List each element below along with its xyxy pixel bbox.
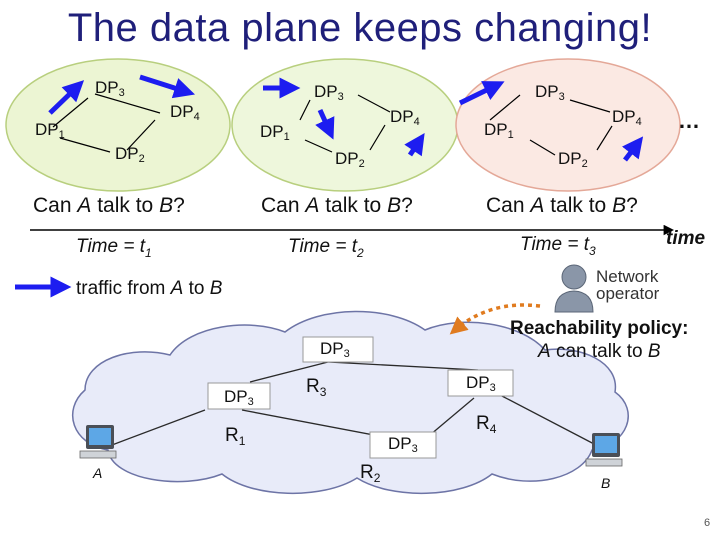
network-cloud [71, 310, 629, 495]
host-b-label: B [601, 475, 611, 491]
slide-title: The data plane keeps changing! [67, 6, 653, 50]
snap2-dp3-label: DP3 [314, 82, 344, 103]
snap1-dp2-label: DP2 [115, 144, 145, 165]
snap2-dp2-label: DP2 [335, 149, 365, 170]
r2-table-label: DP3 [388, 434, 418, 455]
router-r3-name: R3 [306, 376, 327, 399]
snap1-dp4-label: DP4 [170, 102, 200, 123]
snap3-dp3-label: DP3 [535, 82, 565, 103]
snap2-dp4-label: DP4 [390, 107, 420, 128]
router-r1-table [207, 382, 271, 410]
r1-table-label: DP3 [224, 387, 254, 408]
snapshot-2-traffic-arrows [263, 77, 425, 157]
snap1-time: Time = t1 [76, 236, 152, 260]
router-r2-name: R2 [360, 462, 381, 485]
snap2-time: Time = t2 [288, 236, 364, 260]
operator-policy-arrow [449, 303, 541, 335]
snap3-dp2-label: DP2 [558, 149, 588, 170]
snapshot-3-links [489, 94, 613, 156]
snap3-question: Can A talk to B? [486, 194, 638, 217]
reachability-policy-body: A can talk to B [538, 341, 661, 362]
snapshot-2-links [299, 94, 391, 153]
router-r1-name: R1 [225, 425, 246, 448]
legend-traffic-label: traffic from A to B [76, 278, 223, 299]
snap3-dp1-label: DP1 [484, 120, 514, 141]
router-r2-table [369, 431, 437, 459]
snap1-question: Can A talk to B? [33, 194, 185, 217]
reachability-policy-title: Reachability policy: [510, 318, 689, 339]
snap3-dp4-label: DP4 [612, 107, 642, 128]
router-r4-name: R4 [476, 413, 497, 436]
cloud-links [111, 361, 597, 446]
host-a-computer-icon [79, 425, 117, 459]
time-axis-label: time [666, 228, 706, 249]
r4-table-label: DP3 [466, 373, 496, 394]
snapshot-1-links [52, 93, 161, 153]
router-r4-table [447, 369, 514, 397]
snap2-question: Can A talk to B? [261, 194, 413, 217]
snap2-dp1-label: DP1 [260, 122, 290, 143]
snapshot-1-traffic-arrows [48, 74, 196, 115]
snap1-dp3-label: DP3 [95, 78, 125, 99]
router-r3-table [302, 336, 374, 363]
more-snapshots-ellipsis: … [678, 108, 700, 133]
host-b-computer-icon [585, 433, 623, 467]
host-a-label: A [93, 465, 103, 481]
snap3-time: Time = t3 [520, 234, 596, 258]
snapshot-3-traffic-arrows [458, 81, 644, 162]
r3-table-label: DP3 [320, 339, 350, 360]
network-operator-person-icon [554, 264, 594, 313]
page-number: 6 [704, 517, 711, 529]
snap1-dp1-label: DP1 [35, 120, 65, 141]
